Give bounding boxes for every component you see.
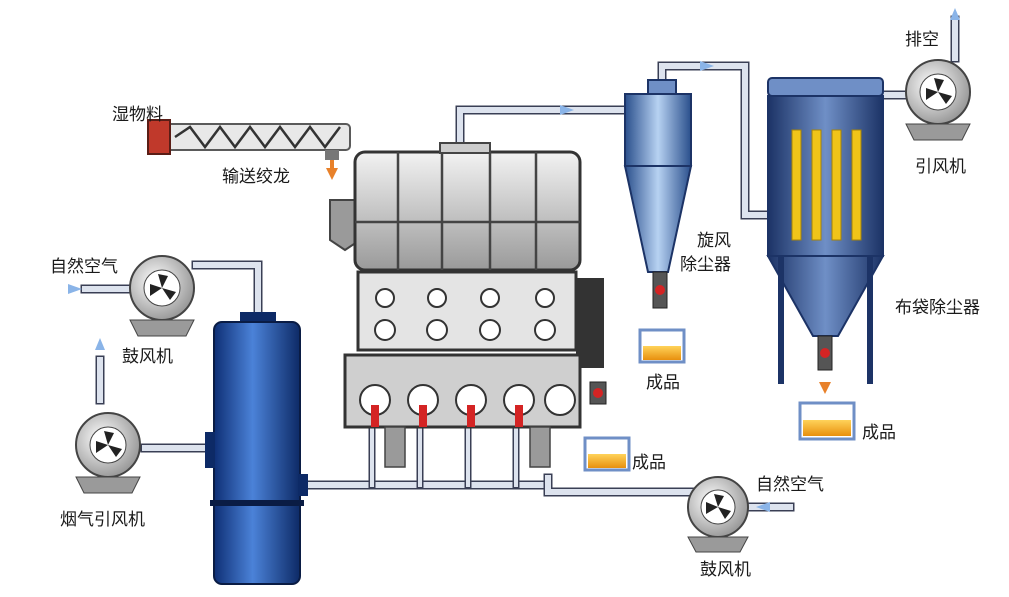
label-natural-air-left: 自然空气	[50, 257, 118, 277]
fluid-bed-dryer	[329, 142, 607, 468]
feed-arrow-stem	[330, 160, 334, 169]
label-exhaust: 排空	[905, 30, 939, 50]
flue-gas-fan	[75, 412, 141, 494]
label-product-dryer: 成品	[632, 453, 666, 473]
label-product-bag: 成品	[862, 423, 896, 443]
label-natural-air-right: 自然空气	[756, 475, 824, 495]
label-induced-fan: 引风机	[915, 157, 966, 177]
label-bag-filter: 布袋除尘器	[895, 298, 980, 318]
label-screw-conveyor: 输送绞龙	[222, 167, 290, 187]
label-cyclone-line2: 除尘器	[680, 255, 731, 275]
screw-conveyor	[147, 119, 351, 160]
product-tray-cyclone	[638, 328, 686, 364]
label-wet-material: 湿物料	[112, 105, 163, 125]
bag-output-arrow	[819, 382, 831, 394]
product-tray-bag	[798, 401, 856, 441]
labels: 湿物料 输送绞龙 自然空气 鼓风机 烟气引风机 旋风 除尘器 布袋除尘器 排空 …	[50, 30, 980, 580]
blower-left	[129, 255, 195, 337]
feed-arrow	[326, 168, 338, 180]
blower-right	[687, 476, 749, 553]
induced-fan	[905, 59, 971, 141]
flow-arrows	[68, 8, 960, 512]
product-tray-dryer	[583, 436, 631, 472]
bag-filter	[766, 77, 885, 384]
label-blower-right: 鼓风机	[700, 560, 751, 580]
cyclone-separator	[623, 79, 693, 309]
hot-air-furnace	[205, 312, 308, 585]
label-cyclone-line1: 旋风	[697, 231, 731, 251]
label-blower-left: 鼓风机	[122, 347, 173, 367]
label-product-cyclone: 成品	[646, 373, 680, 393]
label-flue-gas-fan: 烟气引风机	[60, 510, 145, 530]
